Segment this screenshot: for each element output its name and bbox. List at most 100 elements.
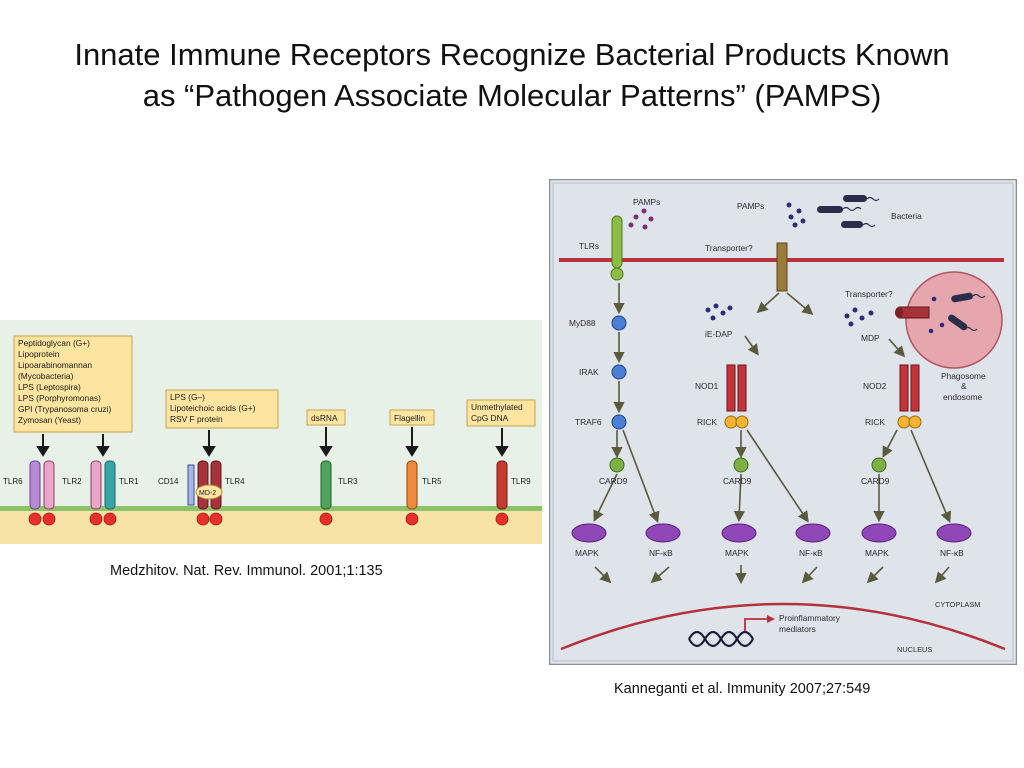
ligand-box-tlr9: Unmethylated CpG DNA (466, 399, 536, 427)
ligand-text: Lipoteichoic acids (G+) (170, 403, 256, 413)
label-tlr5: TLR5 (422, 477, 442, 486)
slide-title: Innate Immune Receptors Recognize Bacter… (0, 34, 1024, 116)
ligand-box-tlr2: Peptidoglycan (G+) Lipoprotein Lipoarabi… (13, 335, 133, 433)
nod2-receptor (897, 364, 922, 429)
ligand-text: LPS (Leptospira) (18, 382, 81, 392)
label-mediators: mediators (779, 624, 816, 634)
label-proinflammatory: Proinflammatory (779, 613, 841, 623)
label-nucleus: NUCLEUS (897, 645, 932, 654)
ligand-text: Unmethylated (471, 402, 523, 412)
irak-node (611, 364, 627, 380)
label-nfkb-1: NF-κB (649, 548, 673, 558)
label-traf6: TRAF6 (575, 417, 602, 427)
ligand-text: Lipoprotein (18, 349, 60, 359)
receptor-cd14 (187, 464, 195, 506)
label-irak: IRAK (579, 367, 599, 377)
ligand-text: Peptidoglycan (G+) (18, 338, 90, 348)
label-nod2: NOD2 (863, 381, 887, 391)
label-tlr9: TLR9 (511, 477, 531, 486)
ligand-box-tlr3: dsRNA (306, 409, 346, 426)
label-tlr4: TLR4 (225, 477, 245, 486)
label-cytoplasm: CYTOPLASM (935, 600, 980, 609)
tlr-receptor (610, 215, 624, 281)
label-card9-1: CARD9 (599, 476, 628, 486)
membrane-line (0, 506, 542, 511)
pathway-arrows (593, 283, 952, 585)
ligand-box-tlr4: LPS (G–) Lipoteichoic acids (G+) RSV F p… (165, 389, 279, 429)
title-line-1: Innate Immune Receptors Recognize Bacter… (74, 37, 950, 72)
label-mapk-1: MAPK (575, 548, 599, 558)
transporter-phagosome (895, 306, 930, 319)
ligand-text: GPI (Trypanosoma cruzi) (18, 404, 111, 414)
label-phagosome-amp: & (961, 381, 967, 391)
pamp-dots-left (628, 208, 654, 230)
cytoplasm-band (0, 506, 542, 544)
phagosome-dots (928, 296, 945, 334)
receptor-tlr2-b (89, 460, 103, 526)
arrow-icon (36, 446, 50, 457)
receptor-tlr1 (103, 460, 117, 526)
nod1-receptor (724, 364, 749, 429)
ligand-box-tlr5: Flagellin (389, 409, 435, 426)
label-myd88: MyD88 (569, 318, 596, 328)
ligand-text: Zymosan (Yeast) (18, 415, 81, 425)
label-card9-3: CARD9 (861, 476, 890, 486)
svg-text:LPS (G–) Lipoteichoic ac: LPS (G–) Lipoteichoic acids (G+) RSV F p… (170, 392, 258, 424)
arrow-icon (405, 446, 419, 457)
arrow-icon (495, 446, 509, 457)
ligand-text: RSV F protein (170, 414, 223, 424)
receptor-tlr3 (319, 460, 333, 526)
svg-text:Unmethylated CpG DNA: Unmethylated CpG DNA (471, 402, 525, 423)
label-mapk-3: MAPK (865, 548, 889, 558)
pathway-figure: PAMPs PAMPs Bacteria TLRs Transporter? T… (549, 179, 1017, 665)
label-cd14: CD14 (158, 477, 179, 486)
label-card9-2: CARD9 (723, 476, 752, 486)
label-endosome: endosome (943, 392, 982, 402)
label-rick-1: RICK (697, 417, 717, 427)
md2-bubble (195, 484, 223, 500)
svg-text:Peptidoglycan (G+) Lipop: Peptidoglycan (G+) Lipoprotein Lipoarabi… (18, 338, 114, 425)
transporter-membrane (776, 242, 788, 292)
card9-nodes (609, 457, 887, 473)
label-pamps-left: PAMPs (633, 197, 660, 207)
label-tlr3: TLR3 (338, 477, 358, 486)
arrow-icon (319, 446, 333, 457)
ligand-text: Flagellin (394, 413, 426, 423)
arrow-icon (96, 446, 110, 457)
label-transporter-2: Transporter? (845, 289, 893, 299)
label-rick-2: RICK (865, 417, 885, 427)
receptor-tlr6 (28, 460, 42, 526)
ligand-arrows (36, 427, 509, 457)
ligand-text: LPS (G–) (170, 392, 205, 402)
label-iedap: iE-DAP (705, 329, 733, 339)
ligand-text: CpG DNA (471, 413, 509, 423)
label-tlrs: TLRs (579, 241, 599, 251)
nuclear-membrane (560, 602, 1006, 651)
label-bacteria: Bacteria (891, 211, 922, 221)
ligand-text: LPS (Porphyromonas) (18, 393, 101, 403)
adapter-nodes (611, 315, 627, 430)
bacteria-icons (817, 195, 986, 332)
label-md2: MD-2 (199, 490, 216, 497)
ligand-text: dsRNA (311, 413, 338, 423)
label-pamps-mid: PAMPs (737, 201, 764, 211)
ligand-text: Lipoarabinomannan (18, 360, 92, 370)
ligand-text: (Mycobacteria) (18, 371, 74, 381)
receptor-tlr2 (42, 460, 56, 526)
caption-right: Kanneganti et al. Immunity 2007;27:549 (614, 681, 871, 697)
receptor-tlr9 (495, 460, 509, 526)
label-nfkb-2: NF-κB (799, 548, 823, 558)
label-mapk-2: MAPK (725, 548, 749, 558)
label-nod1: NOD1 (695, 381, 719, 391)
effector-ellipses (571, 523, 972, 543)
myd88-node (611, 315, 627, 331)
receptor-tlr4 (195, 460, 223, 526)
label-mdp: MDP (861, 333, 880, 343)
figure-inner-frame (552, 182, 1014, 662)
label-phagosome: Phagosome (941, 371, 986, 381)
pamp-dots-mid (786, 202, 806, 228)
receptor-tlr5 (405, 460, 419, 526)
label-tlr6: TLR6 (3, 477, 23, 486)
iedap-dots (705, 303, 733, 321)
mdp-dots (844, 307, 874, 327)
